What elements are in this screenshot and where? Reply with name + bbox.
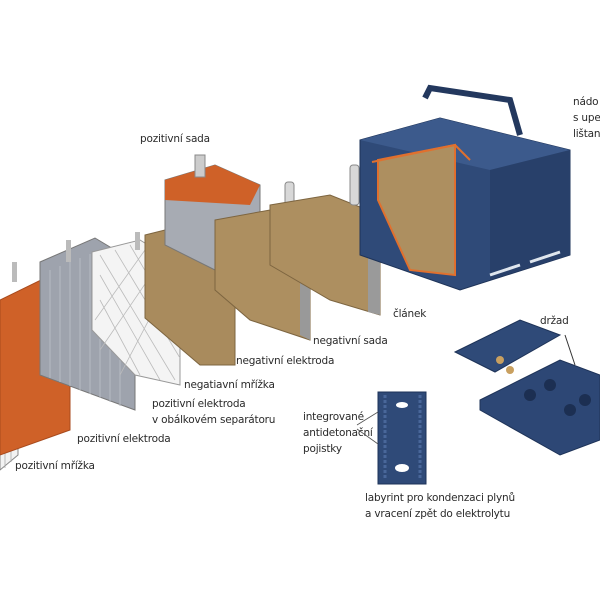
label-positive-electrode-separator: pozitivní elektroda v obálkovém separáto… — [152, 396, 275, 428]
label-negative-set: negativní sada — [313, 335, 388, 347]
label-line: pojistky — [303, 443, 342, 455]
label-line: s upe — [573, 112, 600, 124]
label-line: v obálkovém separátoru — [152, 414, 276, 426]
label-labyrinth: labyrint pro kondenzaci plynů a vracení … — [365, 490, 515, 522]
label-negative-grid: negatiavní mřížka — [184, 379, 275, 391]
label-line: labyrint pro kondenzaci plynů — [365, 492, 515, 504]
positive-electrode-lug — [12, 262, 17, 282]
label-handle: držad — [540, 315, 569, 327]
label-line: integrované — [303, 411, 364, 423]
label-line: nádo — [573, 96, 599, 108]
label-antidetonation-fuses: integrované antidetonační pojistky — [303, 409, 373, 457]
label-positive-electrode: pozitivní elektroda — [77, 433, 171, 445]
label-positive-grid: pozitivní mřížka — [15, 460, 95, 472]
label-line: antidetonační — [303, 427, 373, 439]
battery-lid — [453, 319, 600, 456]
battery-case — [359, 84, 571, 291]
label-line: a vracení zpět do elektrolytu — [365, 508, 511, 520]
label-line: pozitivní elektroda — [152, 398, 246, 410]
label-positive-set: pozitivní sada — [140, 133, 210, 145]
label-cell: článek — [393, 308, 427, 320]
label-negative-electrode: negativní elektroda — [236, 355, 335, 367]
label-container: nádo s upe lištan — [573, 94, 600, 142]
labyrinth-plug — [356, 391, 427, 485]
label-line: lištan — [573, 128, 600, 140]
